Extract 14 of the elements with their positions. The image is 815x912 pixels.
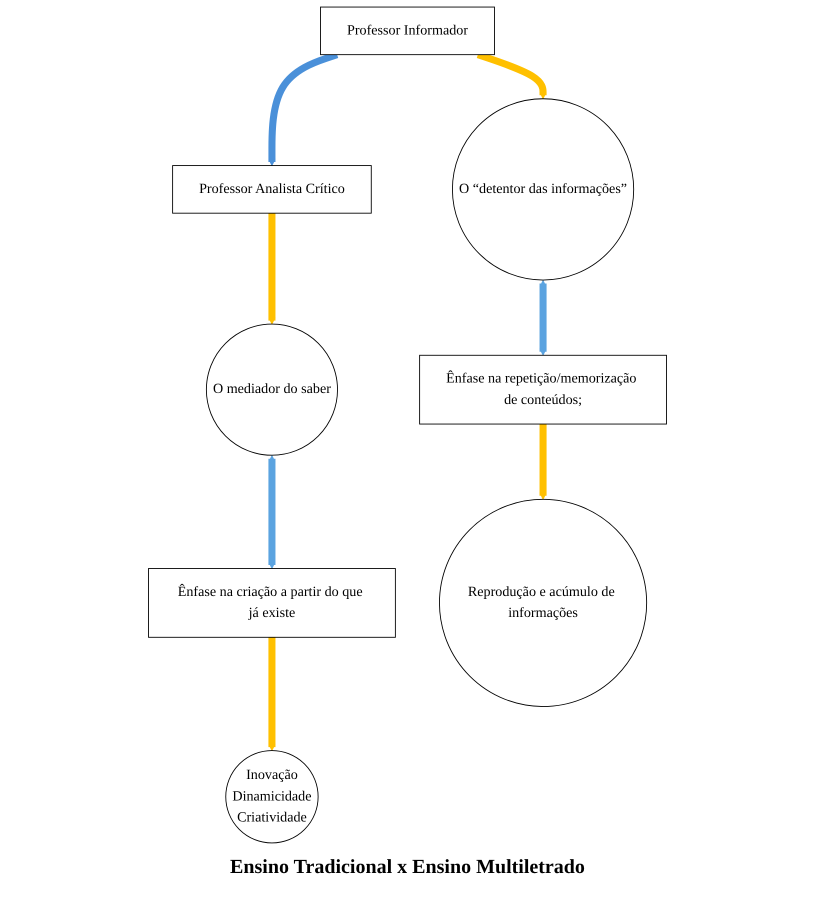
arrow xyxy=(268,637,276,751)
node-circle: O mediador do saber xyxy=(206,324,338,456)
arrow xyxy=(539,424,547,500)
node-box: Professor Informador xyxy=(320,6,495,56)
arrow xyxy=(268,213,276,324)
diagram-caption: Ensino Tradicional x Ensino Multiletrado xyxy=(230,855,585,880)
arrow xyxy=(268,455,276,569)
node-box: Ênfase na repetição/memorização de conteúdos; xyxy=(419,354,667,424)
node-circle: Inovação Dinamicidade Criatividade xyxy=(225,750,319,844)
node-box: Professor Analista Crítico xyxy=(172,165,372,214)
node-circle: Reprodução e acúmulo de informações xyxy=(439,498,648,707)
node-box: Ênfase na criação a partir do que já existe xyxy=(148,568,396,638)
node-circle: O “detentor das informações” xyxy=(452,98,634,280)
arrow xyxy=(539,280,547,356)
